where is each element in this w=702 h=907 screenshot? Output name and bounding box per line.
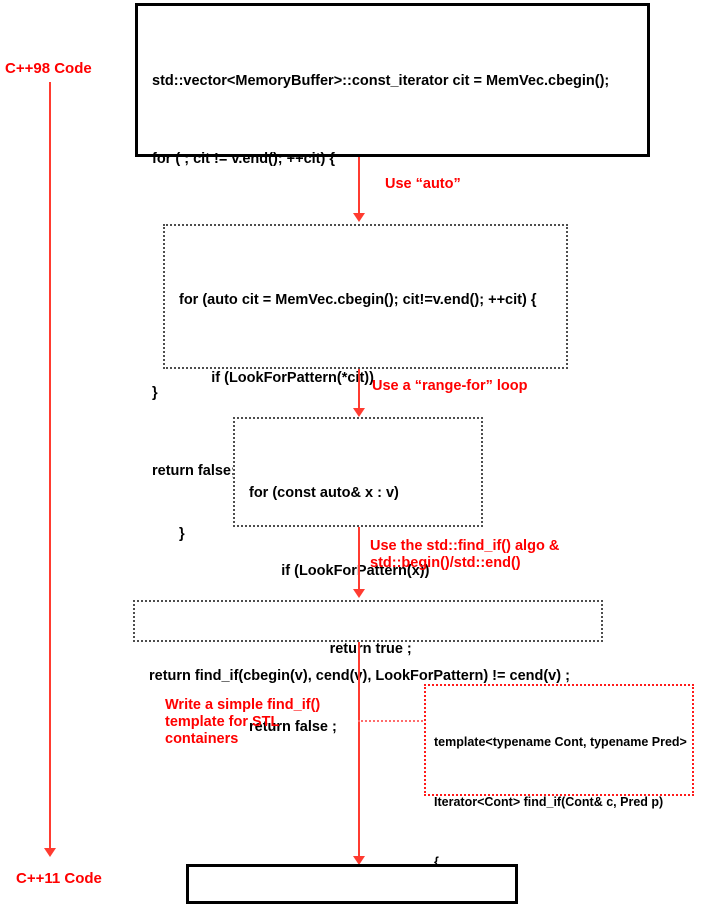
code-box-step-3: for (const auto& x : v) if (LookForPatte… (233, 417, 483, 735)
arrow-step2-to-step3-head (353, 408, 365, 417)
timeline-arrow-head (44, 848, 56, 857)
annotation-find-if: Use the std::find_if() algo & std::begin… (370, 538, 560, 571)
code-box-step-2: for (auto cit = MemVec.cbegin(); cit!=v.… (163, 224, 568, 620)
code-line: return true ; (249, 641, 412, 657)
code-line: { (434, 855, 439, 869)
annotation-auto: Use “auto” (385, 176, 461, 192)
code-box-step-5: return find_if(v,LookForPattern)!=cend(v… (186, 864, 518, 904)
code-line: for (auto cit = MemVec.cbegin(); cit!=v.… (179, 292, 537, 308)
arrow-step3-to-step4-shaft (358, 527, 360, 592)
annotation-range-for: Use a “range-for” loop (372, 378, 528, 394)
code-line: return find_if(cbegin(v), cend(v), LookF… (149, 668, 570, 684)
annotation-template: Write a simple find_if() template for ST… (165, 697, 321, 747)
code-line: for ( ; cit != v.end(); ++cit) { (152, 151, 336, 167)
timeline-arrow-shaft (49, 82, 51, 850)
connector-template-dotted-line (358, 720, 430, 722)
label-cpp98-code: C++98 Code (5, 60, 92, 77)
code-line: if (LookForPattern(x)) (249, 563, 430, 579)
arrow-step3-to-step4-head (353, 589, 365, 598)
code-box-step-1: std::vector<MemoryBuffer>::const_iterato… (135, 3, 650, 479)
code-line: } (179, 526, 185, 542)
code-line: std::vector<MemoryBuffer>::const_iterato… (152, 73, 610, 89)
code-line: for (const auto& x : v) (249, 485, 399, 501)
arrow-step1-to-step2-shaft (358, 157, 360, 215)
code-line: } (152, 385, 158, 401)
code-line: Iterator<Cont> find_if(Cont& c, Pred p) (434, 795, 664, 809)
code-line: return false; (152, 463, 236, 479)
code-box-step-4: return find_if(cbegin(v), cend(v), LookF… (133, 600, 603, 684)
code-box-find-if-template: template<typename Cont, typename Pred> I… (424, 684, 694, 869)
arrow-step4-to-step5-head (353, 856, 365, 865)
label-cpp11-code: C++11 Code (16, 870, 102, 887)
code-line: return false ; (249, 719, 337, 735)
arrow-step1-to-step2-head (353, 213, 365, 222)
arrow-step4-to-step5-shaft (358, 642, 360, 860)
code-line: if (LookForPattern(*cit)) (179, 370, 374, 386)
arrow-step2-to-step3-shaft (358, 369, 360, 411)
code-line: template<typename Cont, typename Pred> (434, 735, 687, 749)
